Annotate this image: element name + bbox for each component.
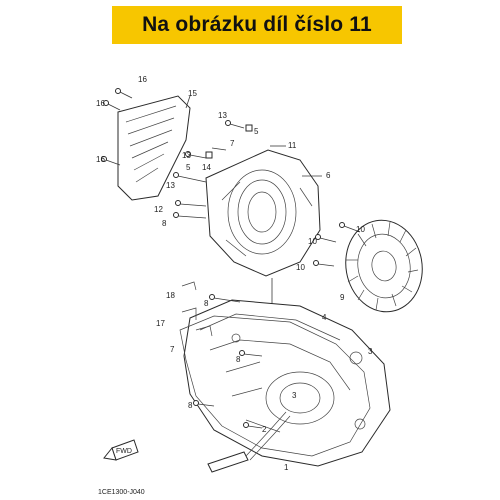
label-4: 4	[322, 313, 327, 322]
label-16-a: 16	[138, 75, 147, 84]
label-8-b: 8	[204, 299, 209, 308]
label-15: 15	[188, 89, 197, 98]
fwd-arrow-icon: FWD	[103, 439, 139, 461]
label-11: 11	[288, 141, 297, 150]
bolt-set-middle	[173, 120, 253, 219]
bolt-set-fan	[313, 222, 361, 267]
cover-plate	[117, 95, 191, 201]
label-7-a: 7	[230, 139, 235, 148]
part-labels: 16 16 15 16 13 5 13 7 11 5 14 6 13 12 8 …	[96, 75, 373, 472]
label-6: 6	[326, 171, 331, 180]
label-16-b: 16	[96, 99, 105, 108]
label-13-c: 13	[166, 181, 175, 190]
label-12: 12	[154, 205, 163, 214]
label-9: 9	[340, 293, 345, 302]
label-8-d: 8	[188, 401, 193, 410]
label-14: 14	[202, 163, 211, 172]
label-1: 1	[284, 463, 289, 472]
bolt-set-lower	[193, 294, 263, 429]
label-17: 17	[156, 319, 165, 328]
label-10-a: 10	[356, 225, 365, 234]
crankcase	[183, 299, 391, 467]
bolt-set-top	[101, 88, 133, 166]
label-8-c: 8	[236, 355, 241, 364]
label-5-b: 5	[186, 163, 191, 172]
fan-shroud	[205, 149, 321, 277]
diagram-code: 1CE1300-J040	[98, 489, 145, 496]
banner-text: Na obrázku díl číslo 11	[142, 13, 372, 36]
label-5-a: 5	[254, 127, 259, 136]
label-10-c: 10	[296, 263, 305, 272]
fwd-label: FWD	[116, 448, 132, 455]
label-13-b: 13	[182, 151, 191, 160]
label-3-a: 3	[368, 347, 373, 356]
label-7-b: 7	[170, 345, 175, 354]
label-13-a: 13	[218, 111, 227, 120]
label-3-b: 3	[292, 391, 297, 400]
gasket	[179, 315, 371, 457]
pipe	[207, 411, 291, 473]
label-2: 2	[262, 425, 267, 434]
clips	[181, 281, 213, 337]
label-8-a: 8	[162, 219, 167, 228]
flywheel-fan	[345, 219, 423, 313]
label-16-c: 16	[96, 155, 105, 164]
label-18: 18	[166, 291, 175, 300]
title-banner: Na obrázku díl číslo 11	[112, 6, 402, 44]
label-10-b: 10	[308, 237, 317, 246]
